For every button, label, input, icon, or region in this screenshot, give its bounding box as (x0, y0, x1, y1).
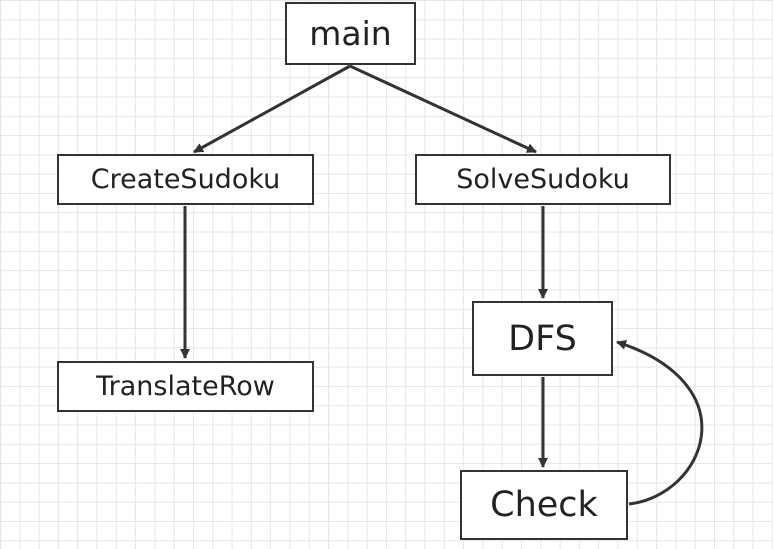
node-main: main (285, 2, 416, 65)
node-dfs: DFS (472, 301, 613, 376)
node-create-sudoku: CreateSudoku (57, 154, 314, 205)
edge-main-to-solvesudoku (349, 64, 537, 154)
edge-check-to-dfs (616, 340, 704, 506)
node-check: Check (460, 470, 628, 540)
edge-main-to-createsudoku (193, 64, 351, 154)
node-solve-sudoku: SolveSudoku (415, 154, 671, 205)
node-translate-row: TranslateRow (57, 361, 314, 412)
